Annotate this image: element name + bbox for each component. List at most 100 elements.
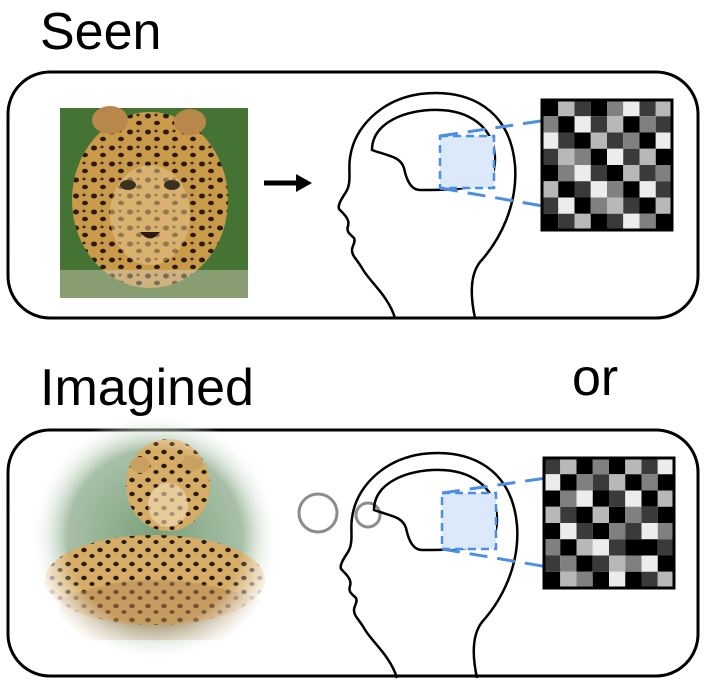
matrix-cell: [607, 181, 624, 198]
leopard-photo: [60, 106, 248, 298]
matrix-cell: [609, 458, 626, 475]
matrix-cell: [623, 100, 640, 117]
matrix-cell: [625, 523, 642, 540]
matrix-cell: [542, 165, 559, 182]
matrix-cell: [655, 148, 672, 165]
matrix-cell: [655, 165, 672, 182]
matrix-cell: [657, 523, 674, 540]
matrix-cell: [592, 490, 609, 507]
matrix-cell: [657, 474, 674, 491]
matrix-cell: [576, 490, 593, 507]
matrix-cell: [590, 213, 607, 230]
matrix-cell: [641, 571, 658, 588]
matrix-cell: [574, 116, 591, 133]
matrix-cell: [623, 197, 640, 214]
matrix-cell: [657, 490, 674, 507]
matrix-cell: [558, 181, 575, 198]
matrix-cell: [590, 181, 607, 198]
matrix-cell: [657, 506, 674, 523]
matrix-cell: [625, 458, 642, 475]
matrix-cell: [558, 132, 575, 149]
leopard-imagined-photo: [30, 412, 280, 662]
seen-label: Seen: [40, 3, 162, 61]
matrix-cell: [544, 474, 561, 491]
matrix-cell: [639, 181, 656, 198]
matrix-cell: [560, 539, 577, 556]
matrix-cell: [623, 165, 640, 182]
matrix-cell: [574, 132, 591, 149]
matrix-cell: [574, 100, 591, 117]
matrix-cell: [657, 555, 674, 572]
matrix-cell: [607, 165, 624, 182]
matrix-cell: [607, 132, 624, 149]
matrix-cell: [655, 116, 672, 133]
matrix-cell: [576, 539, 593, 556]
head-profile-icon: [339, 451, 519, 679]
matrix-cell: [574, 197, 591, 214]
matrix-cell: [639, 165, 656, 182]
matrix-cell: [639, 132, 656, 149]
matrix-cell: [558, 148, 575, 165]
head-profile-icon: [337, 91, 517, 319]
matrix-cell: [558, 197, 575, 214]
matrix-cell: [609, 490, 626, 507]
matrix-cell: [560, 474, 577, 491]
matrix-cell: [574, 148, 591, 165]
matrix-cell: [592, 571, 609, 588]
matrix-cell: [560, 506, 577, 523]
matrix-cell: [641, 523, 658, 540]
matrix-cell: [607, 213, 624, 230]
matrix-cell: [590, 197, 607, 214]
visual-cortex-region: [440, 491, 498, 551]
matrix-cell: [639, 116, 656, 133]
matrix-cell: [576, 571, 593, 588]
matrix-cell: [655, 132, 672, 149]
matrix-cell: [625, 571, 642, 588]
matrix-cell: [592, 506, 609, 523]
matrix-cell: [639, 148, 656, 165]
matrix-cell: [592, 523, 609, 540]
matrix-cell: [544, 539, 561, 556]
matrix-cell: [544, 506, 561, 523]
matrix-cell: [625, 490, 642, 507]
matrix-cell: [609, 539, 626, 556]
matrix-cell: [542, 116, 559, 133]
matrix-cell: [657, 571, 674, 588]
matrix-cell: [609, 555, 626, 572]
matrix-cell: [576, 474, 593, 491]
imagined-panel-frame: [6, 428, 700, 678]
matrix-cell: [657, 458, 674, 475]
matrix-cell: [590, 148, 607, 165]
matrix-border: [542, 456, 676, 590]
matrix-cell: [623, 148, 640, 165]
matrix-cell: [576, 523, 593, 540]
matrix-cell: [625, 506, 642, 523]
matrix-cell: [625, 539, 642, 556]
matrix-cell: [655, 213, 672, 230]
matrix-cell: [625, 474, 642, 491]
matrix-cell: [544, 490, 561, 507]
matrix-cell: [544, 555, 561, 572]
matrix-cell: [607, 116, 624, 133]
matrix-cell: [623, 132, 640, 149]
matrix-cell: [657, 539, 674, 556]
matrix-cell: [655, 100, 672, 117]
matrix-cell: [625, 555, 642, 572]
arrow-right-icon: [264, 174, 312, 192]
matrix-cell: [639, 100, 656, 117]
matrix-cell: [592, 458, 609, 475]
activity-matrix-imagined: [542, 456, 676, 590]
matrix-cell: [574, 181, 591, 198]
matrix-cell: [558, 100, 575, 117]
thought-bubbles-icon: [297, 492, 382, 534]
matrix-cell: [607, 100, 624, 117]
matrix-cell: [639, 197, 656, 214]
visual-cortex-region: [438, 134, 496, 190]
matrix-cell: [641, 490, 658, 507]
matrix-cell: [574, 165, 591, 182]
matrix-border: [540, 98, 674, 232]
matrix-cell: [560, 490, 577, 507]
matrix-cell: [641, 555, 658, 572]
matrix-cell: [655, 181, 672, 198]
